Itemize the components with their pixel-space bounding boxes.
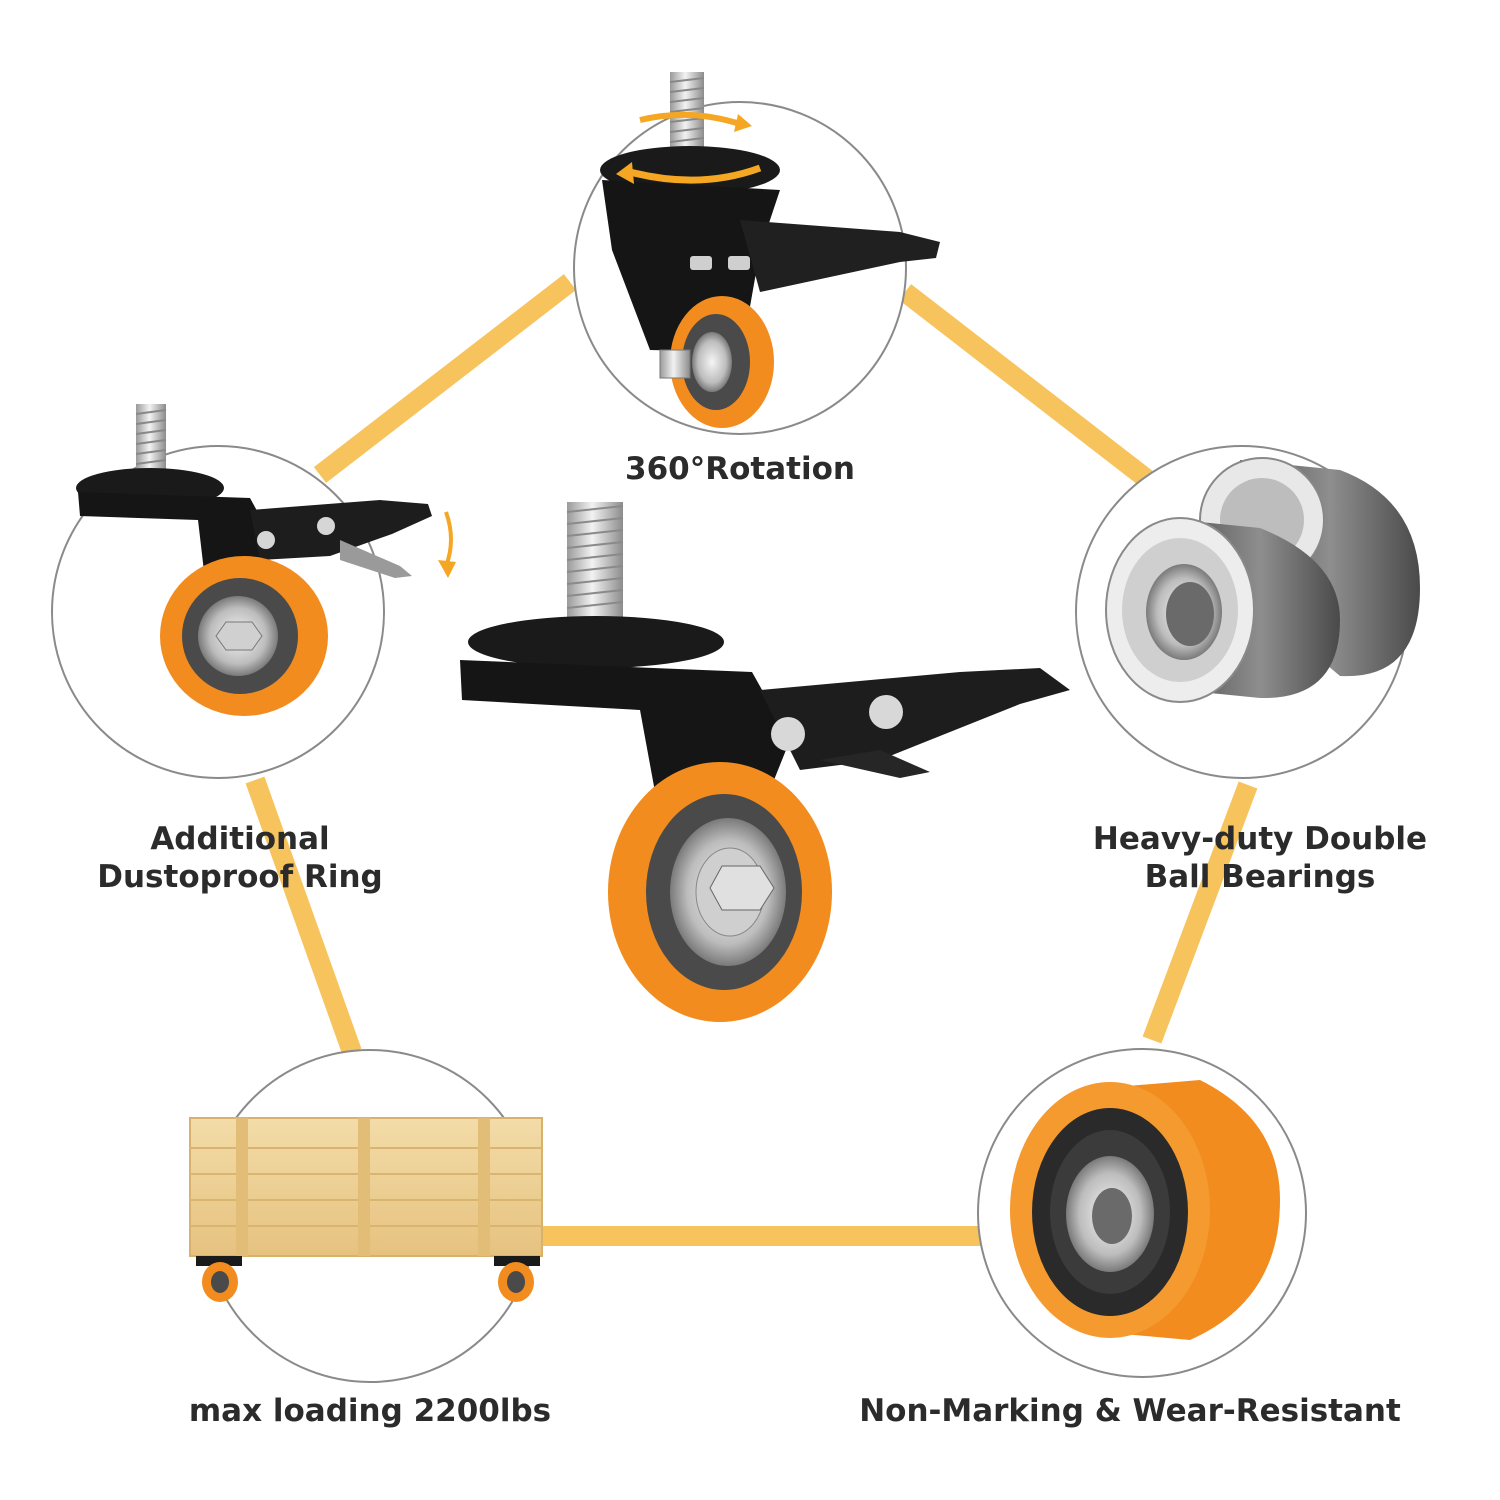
caption-max-loading: max loading 2200lbs: [188, 1393, 552, 1429]
caption-dustproof-line1: Additional: [150, 821, 330, 857]
caption-360-rotation: 360°Rotation: [625, 451, 855, 487]
crate-load-image: [189, 1117, 543, 1302]
main-caster-image: [460, 502, 1070, 1022]
brake-caster-image: [76, 404, 456, 716]
caption-bearings-line2: Ball Bearings: [1144, 859, 1376, 895]
caption-dustproof-line2: Dustoproof Ring: [97, 859, 383, 895]
wheel-closeup-image: [1010, 1080, 1280, 1340]
caption-dustproof-ring: Additional Dustoproof Ring: [60, 820, 420, 896]
swivel-caster-image: [600, 72, 940, 428]
ball-bearings-image: [1105, 457, 1420, 703]
caption-bearings-line1: Heavy-duty Double: [1092, 821, 1428, 857]
caption-non-marking: Non-Marking & Wear-Resistant: [859, 1393, 1401, 1429]
brake-arrow-icon: [444, 511, 453, 567]
caption-ball-bearings: Heavy-duty Double Ball Bearings: [1060, 820, 1460, 896]
connector-lines: [245, 274, 1258, 1246]
rotation-arrow-icon: [639, 111, 741, 127]
